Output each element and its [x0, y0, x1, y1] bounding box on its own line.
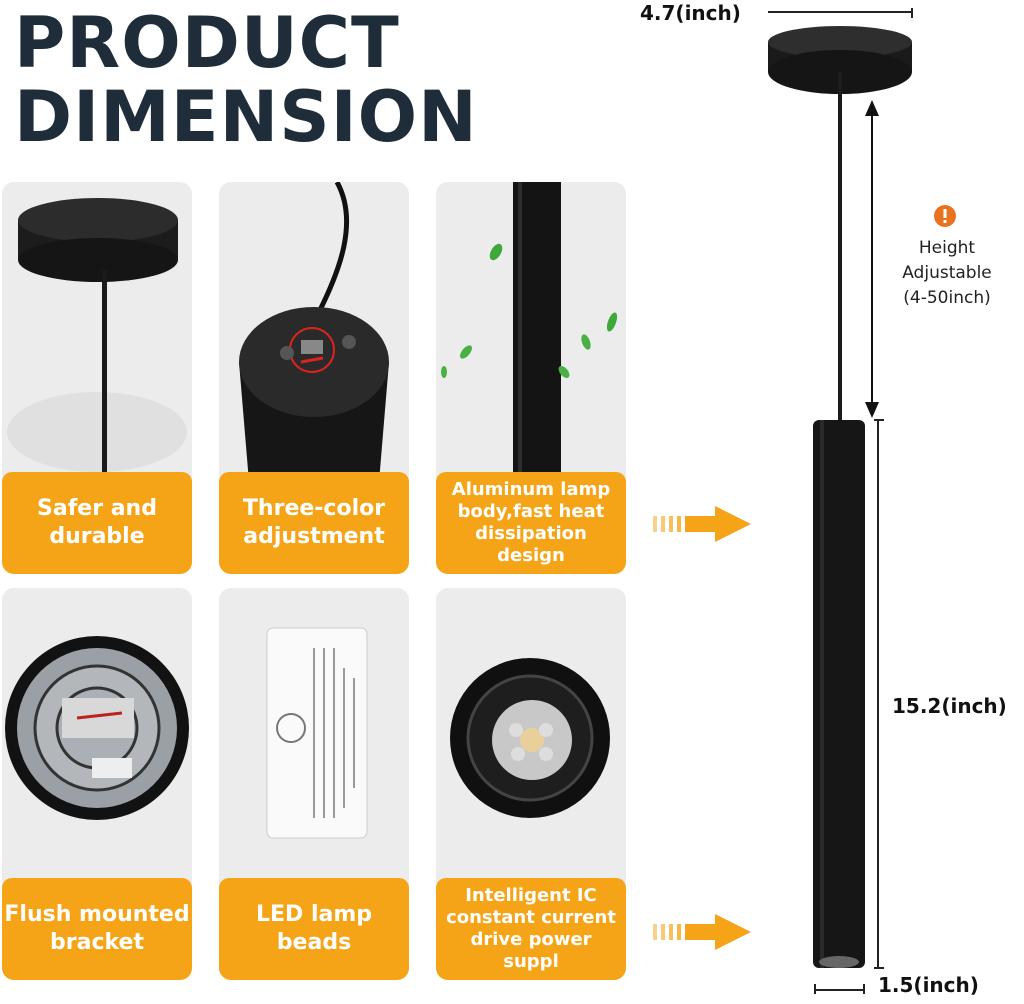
bracket-image — [5, 636, 189, 820]
driver-image — [266, 627, 368, 839]
note-line: (4-50inch) — [903, 288, 991, 308]
feature-card-color-switch: Three-color adjustment — [219, 182, 409, 574]
canopy-image — [7, 198, 187, 480]
feature-caption: Aluminum lamp body,fast heat dissipation… — [436, 472, 626, 574]
lamp-body-image — [441, 182, 618, 482]
arrow-right-icon — [653, 914, 751, 950]
note-line: Adjustable — [902, 263, 992, 283]
note-line: Height — [918, 238, 976, 258]
feature-card-bracket: Flush mounted bracket — [2, 588, 192, 980]
feature-card-led: LED lamp beads — [219, 588, 409, 980]
feature-caption: Intelligent IC constant current drive po… — [436, 878, 626, 980]
page-title-line1: PRODUCT — [14, 2, 400, 84]
feature-caption: LED lamp beads — [219, 878, 409, 980]
feature-caption: Flush mounted bracket — [2, 878, 192, 980]
feature-card-driver: Intelligent IC constant current drive po… — [436, 588, 626, 980]
feature-caption: Safer and durable — [2, 472, 192, 574]
warning-icon — [934, 205, 956, 227]
feature-caption: Three-color adjustment — [219, 472, 409, 574]
canopy-width-label: 4.7(inch) — [640, 1, 741, 25]
lamp-top-image — [239, 182, 389, 482]
led-face-image — [450, 658, 610, 818]
diameter-label: 1.5(inch) — [878, 973, 979, 997]
arrow-right-icon — [653, 506, 751, 542]
page-title-line2: DIMENSION — [14, 76, 478, 158]
height-adjustable-note: Height Adjustable (4-50inch) — [882, 236, 1012, 311]
feature-card-canopy: Safer and durable — [2, 182, 192, 574]
feature-card-aluminum: Aluminum lamp body,fast heat dissipation… — [436, 182, 626, 574]
body-length-label: 15.2(inch) — [892, 694, 1007, 718]
